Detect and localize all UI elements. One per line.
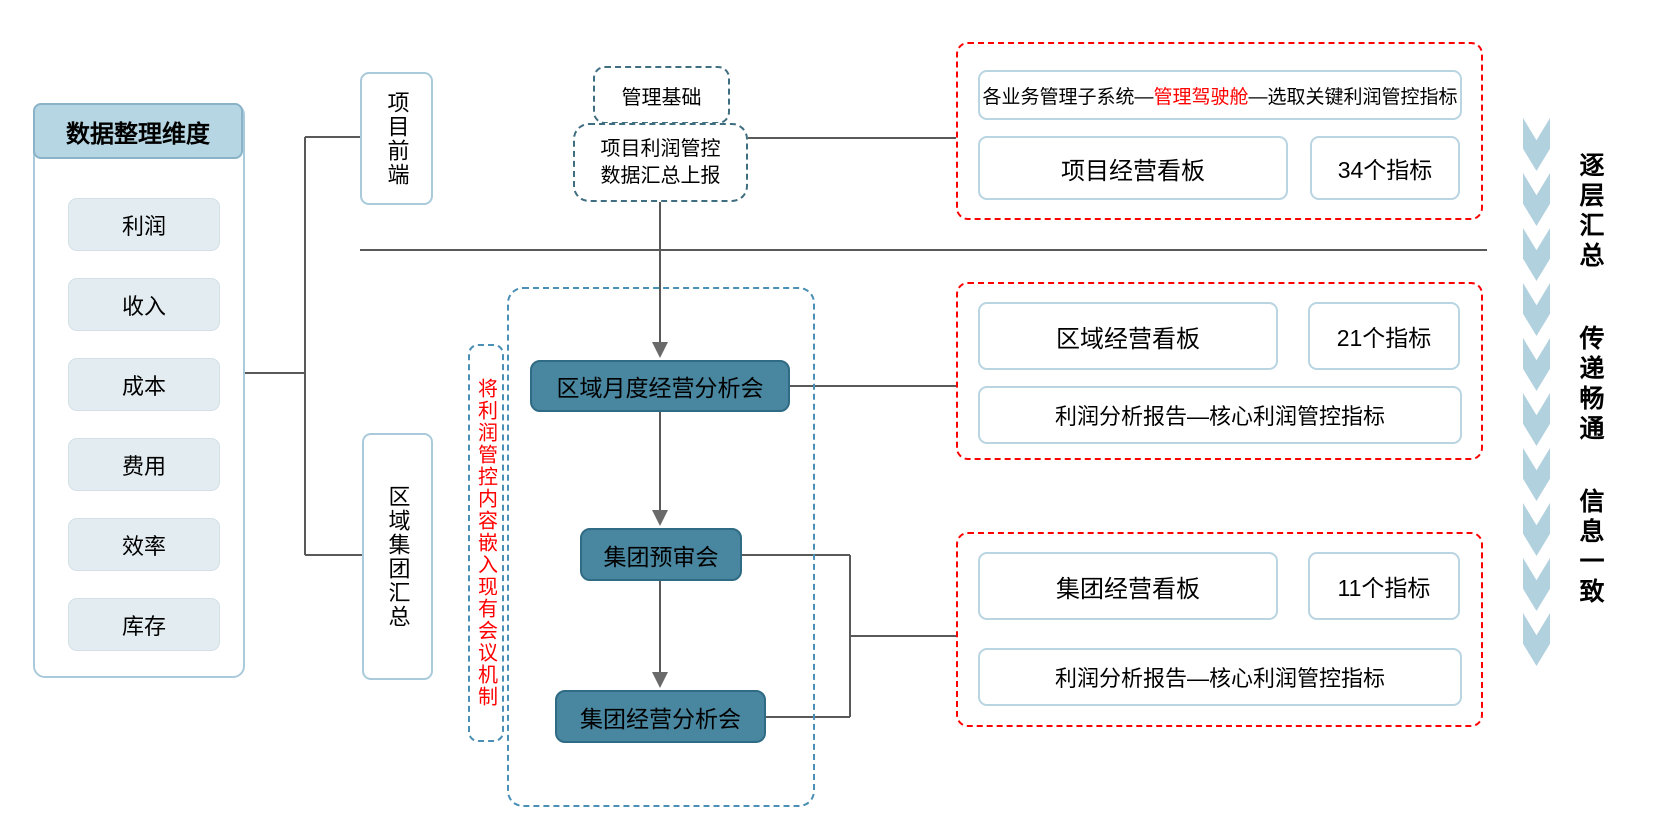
chevron-down-icon [1523, 448, 1550, 501]
meetings-container [507, 287, 815, 807]
header-post-text: —选取关键利润管控指标 [1248, 86, 1458, 108]
chevron-down-icon [1523, 228, 1550, 281]
dimension-item-efficiency: 效率 [68, 518, 220, 571]
chevron-down-icon [1523, 338, 1550, 391]
chevron-down-icon [1523, 503, 1550, 556]
project-outputs-header: 各业务管理子系统—管理驾驶舱—选取关键利润管控指标 [978, 70, 1462, 120]
meeting-regional-monthly-analysis: 区域月度经营分析会 [530, 360, 790, 412]
chevron-down-icon [1523, 558, 1550, 611]
header-highlight-text: 管理驾驶舱 [1153, 86, 1249, 108]
project-indicator-count: 34个指标 [1310, 136, 1460, 200]
chevron-down-icon [1523, 118, 1550, 171]
project-operations-board: 项目经营看板 [978, 136, 1288, 200]
project-profit-report-node: 项目利润管控 数据汇总上报 [573, 123, 748, 202]
chevron-down-icon [1523, 393, 1550, 446]
dimension-item-revenue: 收入 [68, 278, 220, 331]
regional-outputs-group [956, 282, 1483, 460]
data-dimensions-title: 数据整理维度 [33, 103, 243, 159]
dimension-item-profit: 利润 [68, 198, 220, 251]
management-foundation-node: 管理基础 [593, 66, 730, 124]
side-label-consistent-information: 信息一致 [1576, 488, 1604, 608]
report-line-2: 数据汇总上报 [600, 164, 721, 187]
project-profit-report-text: 项目利润管控 数据汇总上报 [601, 136, 721, 190]
chevron-down-icon [1523, 613, 1550, 666]
group-outputs-group [956, 532, 1483, 727]
stage-project-frontend: 项目前端 [360, 72, 433, 205]
meeting-annotation: 将利润管控内容嵌入现有会议机制 [468, 344, 504, 742]
chevron-column [1523, 118, 1550, 668]
regional-indicator-count: 21个指标 [1308, 302, 1460, 370]
chevron-down-icon [1523, 173, 1550, 226]
chevron-down-icon [1523, 283, 1550, 336]
meeting-group-pre-review: 集团预审会 [580, 528, 742, 581]
project-outputs-group [956, 42, 1483, 220]
group-profit-analysis-report: 利润分析报告—核心利润管控指标 [978, 648, 1462, 706]
group-indicator-count: 11个指标 [1308, 552, 1460, 620]
stage-regional-group-summary: 区域集团汇总 [362, 433, 433, 680]
group-operations-board: 集团经营看板 [978, 552, 1278, 620]
dimension-item-inventory: 库存 [68, 598, 220, 651]
dimension-item-cost: 成本 [68, 358, 220, 411]
regional-profit-analysis-report: 利润分析报告—核心利润管控指标 [978, 386, 1462, 444]
dimension-item-expense: 费用 [68, 438, 220, 491]
side-label-smooth-transmission: 传递畅通 [1576, 325, 1604, 445]
meeting-group-analysis: 集团经营分析会 [555, 690, 766, 743]
regional-operations-board: 区域经营看板 [978, 302, 1278, 370]
side-label-layered-summary: 逐层汇总 [1576, 152, 1604, 272]
header-pre-text: 各业务管理子系统— [982, 86, 1154, 108]
report-line-1: 项目利润管控 [600, 137, 721, 160]
